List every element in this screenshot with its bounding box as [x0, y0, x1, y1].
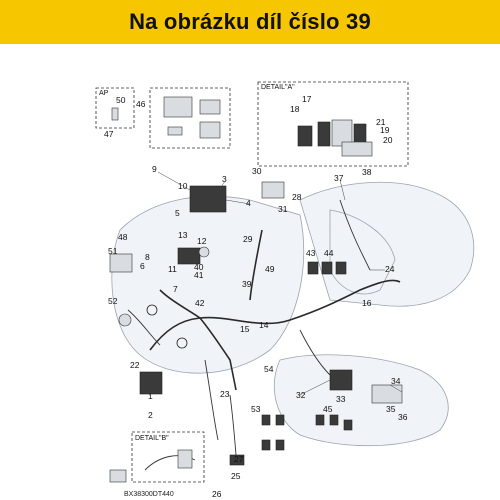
banner-title: Na obrázku díl číslo 39	[129, 9, 371, 34]
callout-9: 9	[152, 164, 157, 174]
callout-50: 50	[116, 95, 126, 105]
callout-28: 28	[292, 192, 302, 202]
callout-40: 40	[194, 262, 204, 272]
callout-16: 16	[362, 298, 372, 308]
callout-2: 2	[148, 410, 153, 420]
leader-lines	[149, 171, 403, 396]
callout-12: 12	[197, 236, 207, 246]
wiring-harness	[127, 199, 401, 456]
components	[109, 181, 403, 466]
callout-26: 26	[212, 489, 222, 499]
callout-49: 49	[265, 264, 275, 274]
ap-box-label: AP	[99, 90, 109, 97]
callout-41: 41	[194, 270, 204, 280]
callout-14: 14	[259, 320, 269, 330]
callout-21: 21	[376, 117, 386, 127]
callout-33: 33	[336, 394, 346, 404]
callout-54: 54	[264, 364, 274, 374]
callout-7: 7	[173, 284, 178, 294]
callout-15: 15	[240, 324, 250, 334]
callout-22: 22	[130, 360, 140, 370]
callout-11: 11	[168, 264, 177, 274]
callout-8: 8	[145, 252, 150, 262]
callout-53: 53	[251, 404, 261, 414]
callout-4: 4	[246, 198, 251, 208]
title-banner: Na obrázku díl číslo 39	[0, 0, 500, 44]
callout-29: 29	[243, 234, 253, 244]
accessory-box	[149, 87, 231, 149]
callout-30: 30	[252, 166, 262, 176]
callout-20: 20	[383, 135, 393, 145]
callout-labels: 1 2 3 4 5 6 7 8 9 10 11 12 13 14 15 16 1…	[104, 94, 408, 499]
callout-35: 35	[386, 404, 396, 414]
callout-31: 31	[278, 204, 288, 214]
ap-box: AP	[95, 87, 135, 129]
callout-34: 34	[391, 376, 401, 386]
callout-38: 38	[362, 167, 372, 177]
motorcycle-body-outline	[111, 181, 474, 447]
callout-46: 46	[136, 99, 146, 109]
callout-6: 6	[140, 261, 145, 271]
callout-5: 5	[175, 208, 180, 218]
callout-37: 37	[334, 173, 344, 183]
detail-b-label: DETAIL"B"	[135, 435, 169, 442]
callout-47: 47	[104, 129, 114, 139]
callout-18: 18	[290, 104, 300, 114]
callout-36: 36	[398, 412, 408, 422]
callout-45: 45	[323, 404, 333, 414]
callout-1: 1	[148, 391, 153, 401]
callout-17: 17	[302, 94, 312, 104]
callout-13: 13	[178, 230, 188, 240]
detail-a-box: DETAIL"A"	[257, 81, 409, 167]
detail-a-label: DETAIL"A"	[261, 84, 295, 91]
parts-diagram: AP DETAIL"A"	[95, 81, 474, 499]
drawing-code: BX38300DT440	[124, 491, 174, 498]
callout-27: 27	[234, 454, 244, 464]
callout-43: 43	[306, 248, 316, 258]
callout-25: 25	[231, 471, 241, 481]
callout-3: 3	[222, 174, 227, 184]
callout-23: 23	[220, 389, 230, 399]
callout-44: 44	[324, 248, 334, 258]
relay-part	[109, 469, 127, 483]
callout-19: 19	[380, 125, 390, 135]
callout-42: 42	[195, 298, 205, 308]
callout-24: 24	[385, 264, 395, 274]
callout-52: 52	[108, 296, 118, 306]
callout-39: 39	[242, 279, 252, 289]
callout-32: 32	[296, 390, 306, 400]
detail-b-box: DETAIL"B"	[131, 431, 205, 483]
callout-48: 48	[118, 232, 128, 242]
callout-51: 51	[108, 246, 118, 256]
